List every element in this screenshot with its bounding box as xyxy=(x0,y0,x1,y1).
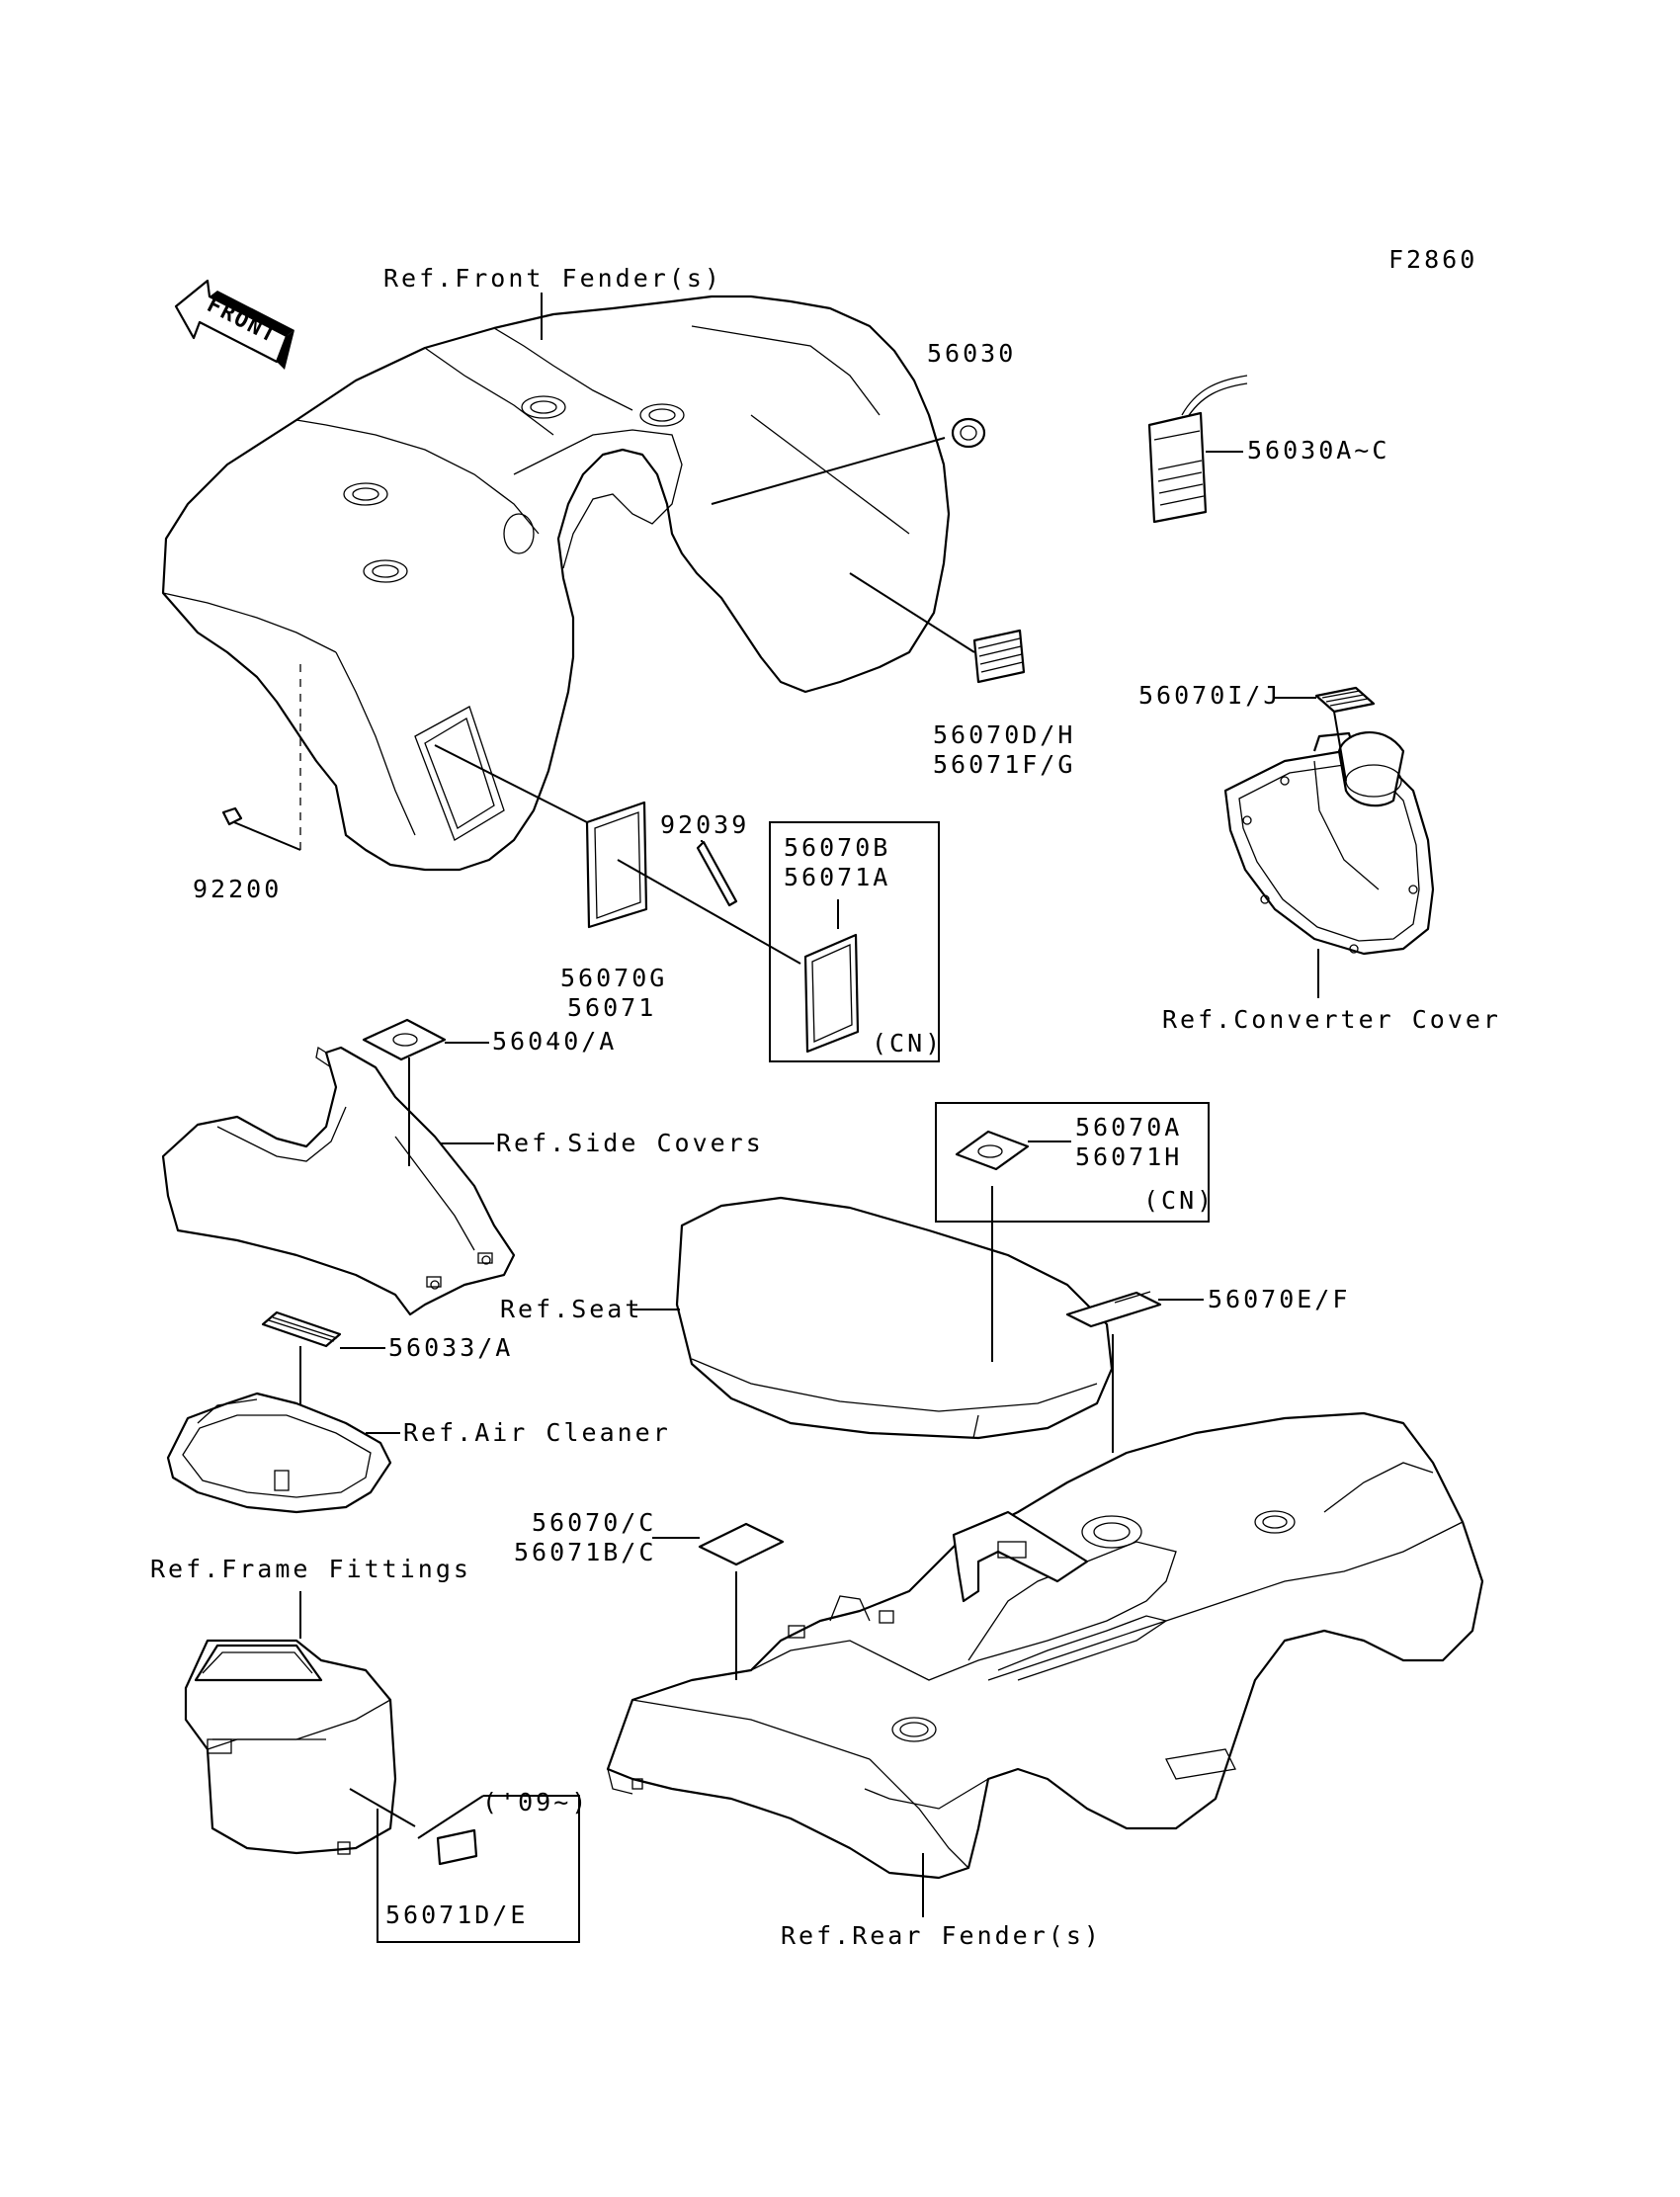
ref-air-cleaner-label: Ref.Air Cleaner xyxy=(403,1418,671,1447)
cn-note-1: (CN) xyxy=(872,1029,943,1057)
part-56070a-label: 56070A xyxy=(1075,1113,1182,1141)
part-56070i-j: 56070I/J xyxy=(1138,681,1376,782)
part-56070d-h: 56070D/H 56071F/G xyxy=(933,629,1075,779)
part-56071f-g-label: 56071F/G xyxy=(933,750,1075,779)
ref-converter-cover-label: Ref.Converter Cover xyxy=(1162,1005,1501,1034)
ref-front-fender-label: Ref.Front Fender(s) xyxy=(383,264,722,293)
part-56033-a-label: 56033/A xyxy=(388,1333,513,1362)
part-56030a-c: 56030A~C xyxy=(1147,375,1389,524)
part-56071-label: 56071 xyxy=(567,993,656,1022)
part-56071a-label: 56071A xyxy=(784,863,890,891)
part-56071d-e-label: 56071D/E xyxy=(385,1901,528,1929)
part-56040-a-label: 56040/A xyxy=(492,1027,617,1056)
part-56030a-c-label: 56030A~C xyxy=(1247,436,1389,465)
year-note: ('09~) xyxy=(482,1788,589,1817)
part-56040-a: 56040/A xyxy=(362,1018,617,1061)
part-56030: 56030 xyxy=(927,339,1016,449)
part-56033-a: 56033/A xyxy=(261,1310,513,1415)
part-56070b-label: 56070B xyxy=(784,833,890,862)
part-56070g-label: 56070G xyxy=(560,964,667,992)
ref-side-covers-label: Ref.Side Covers xyxy=(496,1129,764,1157)
cn-box-56070a: 56070A 56071H (CN) xyxy=(935,1102,1215,1362)
side-covers xyxy=(161,1046,516,1316)
part-56030-label: 56030 xyxy=(927,339,1016,368)
seat xyxy=(675,1196,1114,1440)
front-arrow-icon: FRONT xyxy=(174,279,294,370)
part-56070i-j-label: 56070I/J xyxy=(1138,681,1281,710)
converter-cover: Ref.Converter Cover xyxy=(1162,731,1501,1034)
part-56070d-h-label: 56070D/H xyxy=(933,720,1075,749)
part-56070-c-label: 56070/C xyxy=(532,1508,656,1537)
part-56071b-c-label: 56071B/C xyxy=(514,1538,656,1566)
part-92200-label: 92200 xyxy=(193,875,282,903)
cn-box-56070b: 56070B 56071A (CN) xyxy=(769,821,943,1062)
part-56070g: 56070G 56071 xyxy=(434,744,667,1022)
part-92039-label: 92039 xyxy=(660,810,749,839)
part-56071h-label: 56071H xyxy=(1075,1142,1182,1171)
part-92200: 92200 xyxy=(193,806,282,903)
year-box-56071d-e: ('09~) 56071D/E xyxy=(349,1788,589,1943)
part-56070-c: 56070/C 56071B/C xyxy=(514,1508,785,1680)
rear-fender xyxy=(606,1411,1484,1880)
cn-note-2: (CN) xyxy=(1143,1186,1215,1215)
air-cleaner xyxy=(166,1392,392,1514)
ref-rear-fender-label: Ref.Rear Fender(s) xyxy=(781,1921,1102,1950)
ref-seat-label: Ref.Seat xyxy=(500,1295,642,1323)
part-56070e-f-label: 56070E/F xyxy=(1208,1285,1350,1313)
figure-id: F2860 xyxy=(1388,245,1477,274)
front-fender xyxy=(161,295,951,872)
part-56070e-f: 56070E/F xyxy=(1065,1285,1350,1453)
frame-fittings xyxy=(184,1639,397,1855)
ref-frame-fittings-label: Ref.Frame Fittings xyxy=(150,1555,471,1583)
